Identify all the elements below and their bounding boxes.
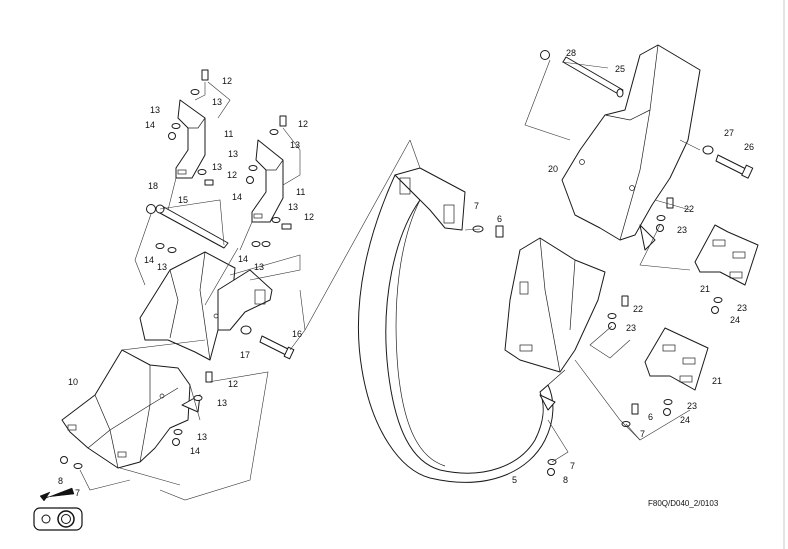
callout-label: 27	[724, 128, 734, 138]
callout-label: 24	[680, 415, 690, 425]
rod-15	[157, 205, 229, 249]
callout-label: 14	[144, 255, 154, 265]
callout-label: 23	[737, 303, 747, 313]
belt-guard-5	[357, 167, 606, 483]
callout-label: 25	[615, 64, 625, 74]
bracket-21-lower	[644, 327, 709, 391]
callout-label: 13	[150, 105, 160, 115]
callout-label: 11	[296, 187, 305, 197]
callout-label: 13	[288, 202, 298, 212]
leader-lines-right	[409, 59, 701, 463]
callout-label: 21	[712, 376, 722, 386]
callout-label: 22	[633, 304, 643, 314]
tire-symbol-icon	[33, 507, 83, 531]
bracket-11-left	[175, 99, 206, 179]
callout-label: 12	[227, 170, 237, 180]
callout-label: 17	[240, 350, 250, 360]
belt-guard-chute	[504, 237, 606, 373]
cover-10	[61, 349, 191, 469]
left-assembly	[60, 69, 411, 501]
callout-label: 8	[563, 475, 568, 485]
callout-label: 6	[648, 412, 653, 422]
callout-label: 13	[228, 149, 238, 159]
bracket-11-right	[251, 139, 284, 223]
callout-labels: 12 13 13 14 11 13 12 12 13 13 14 11 13 1…	[58, 48, 754, 498]
callout-label: 13	[290, 140, 300, 150]
callout-label: 7	[474, 201, 479, 211]
callout-label: 13	[217, 398, 227, 408]
callout-label: 23	[677, 225, 687, 235]
callout-label: 14	[145, 120, 155, 130]
drawing-code: F80Q/D040_2/0103	[648, 499, 719, 508]
bracket-21-upper	[694, 224, 759, 286]
callout-label: 6	[497, 214, 502, 224]
callout-label: 21	[700, 284, 710, 294]
callout-label: 18	[148, 181, 158, 191]
callout-label: 14	[190, 446, 200, 456]
callout-label: 8	[58, 476, 63, 486]
callout-label: 24	[730, 315, 740, 325]
callout-label: 13	[212, 97, 222, 107]
callout-label: 22	[684, 204, 694, 214]
belt-guard-top-flange	[394, 167, 466, 231]
callout-label: 20	[548, 164, 558, 174]
right-assembly	[409, 44, 759, 476]
callout-label: 23	[687, 401, 697, 411]
callout-label: 23	[626, 323, 636, 333]
callout-label: 11	[224, 129, 233, 139]
housing-side-plate	[217, 269, 273, 331]
callout-label: 14	[232, 192, 242, 202]
callout-label: 13	[197, 432, 207, 442]
callout-label: 14	[238, 254, 248, 264]
callout-label: 5	[512, 475, 517, 485]
callout-label: 16	[292, 329, 302, 339]
rod-25	[562, 56, 624, 96]
leader-lines-left	[79, 81, 411, 501]
callout-label: 7	[75, 488, 80, 498]
callout-label: 28	[566, 48, 576, 58]
callout-label: 12	[228, 379, 238, 389]
callout-label: 7	[640, 429, 645, 439]
callout-label: 12	[222, 76, 232, 86]
callout-label: 26	[744, 142, 754, 152]
callout-label: 10	[68, 377, 78, 387]
front-direction-arrow-icon	[39, 487, 75, 502]
bracket-20	[561, 44, 701, 241]
callout-label: 13	[157, 262, 167, 272]
callout-label: 12	[298, 119, 308, 129]
callout-label: 7	[570, 461, 575, 471]
callout-label: 13	[212, 162, 222, 172]
callout-label: 15	[178, 195, 188, 205]
callout-label: 12	[304, 212, 314, 222]
callout-label: 13	[254, 262, 264, 272]
